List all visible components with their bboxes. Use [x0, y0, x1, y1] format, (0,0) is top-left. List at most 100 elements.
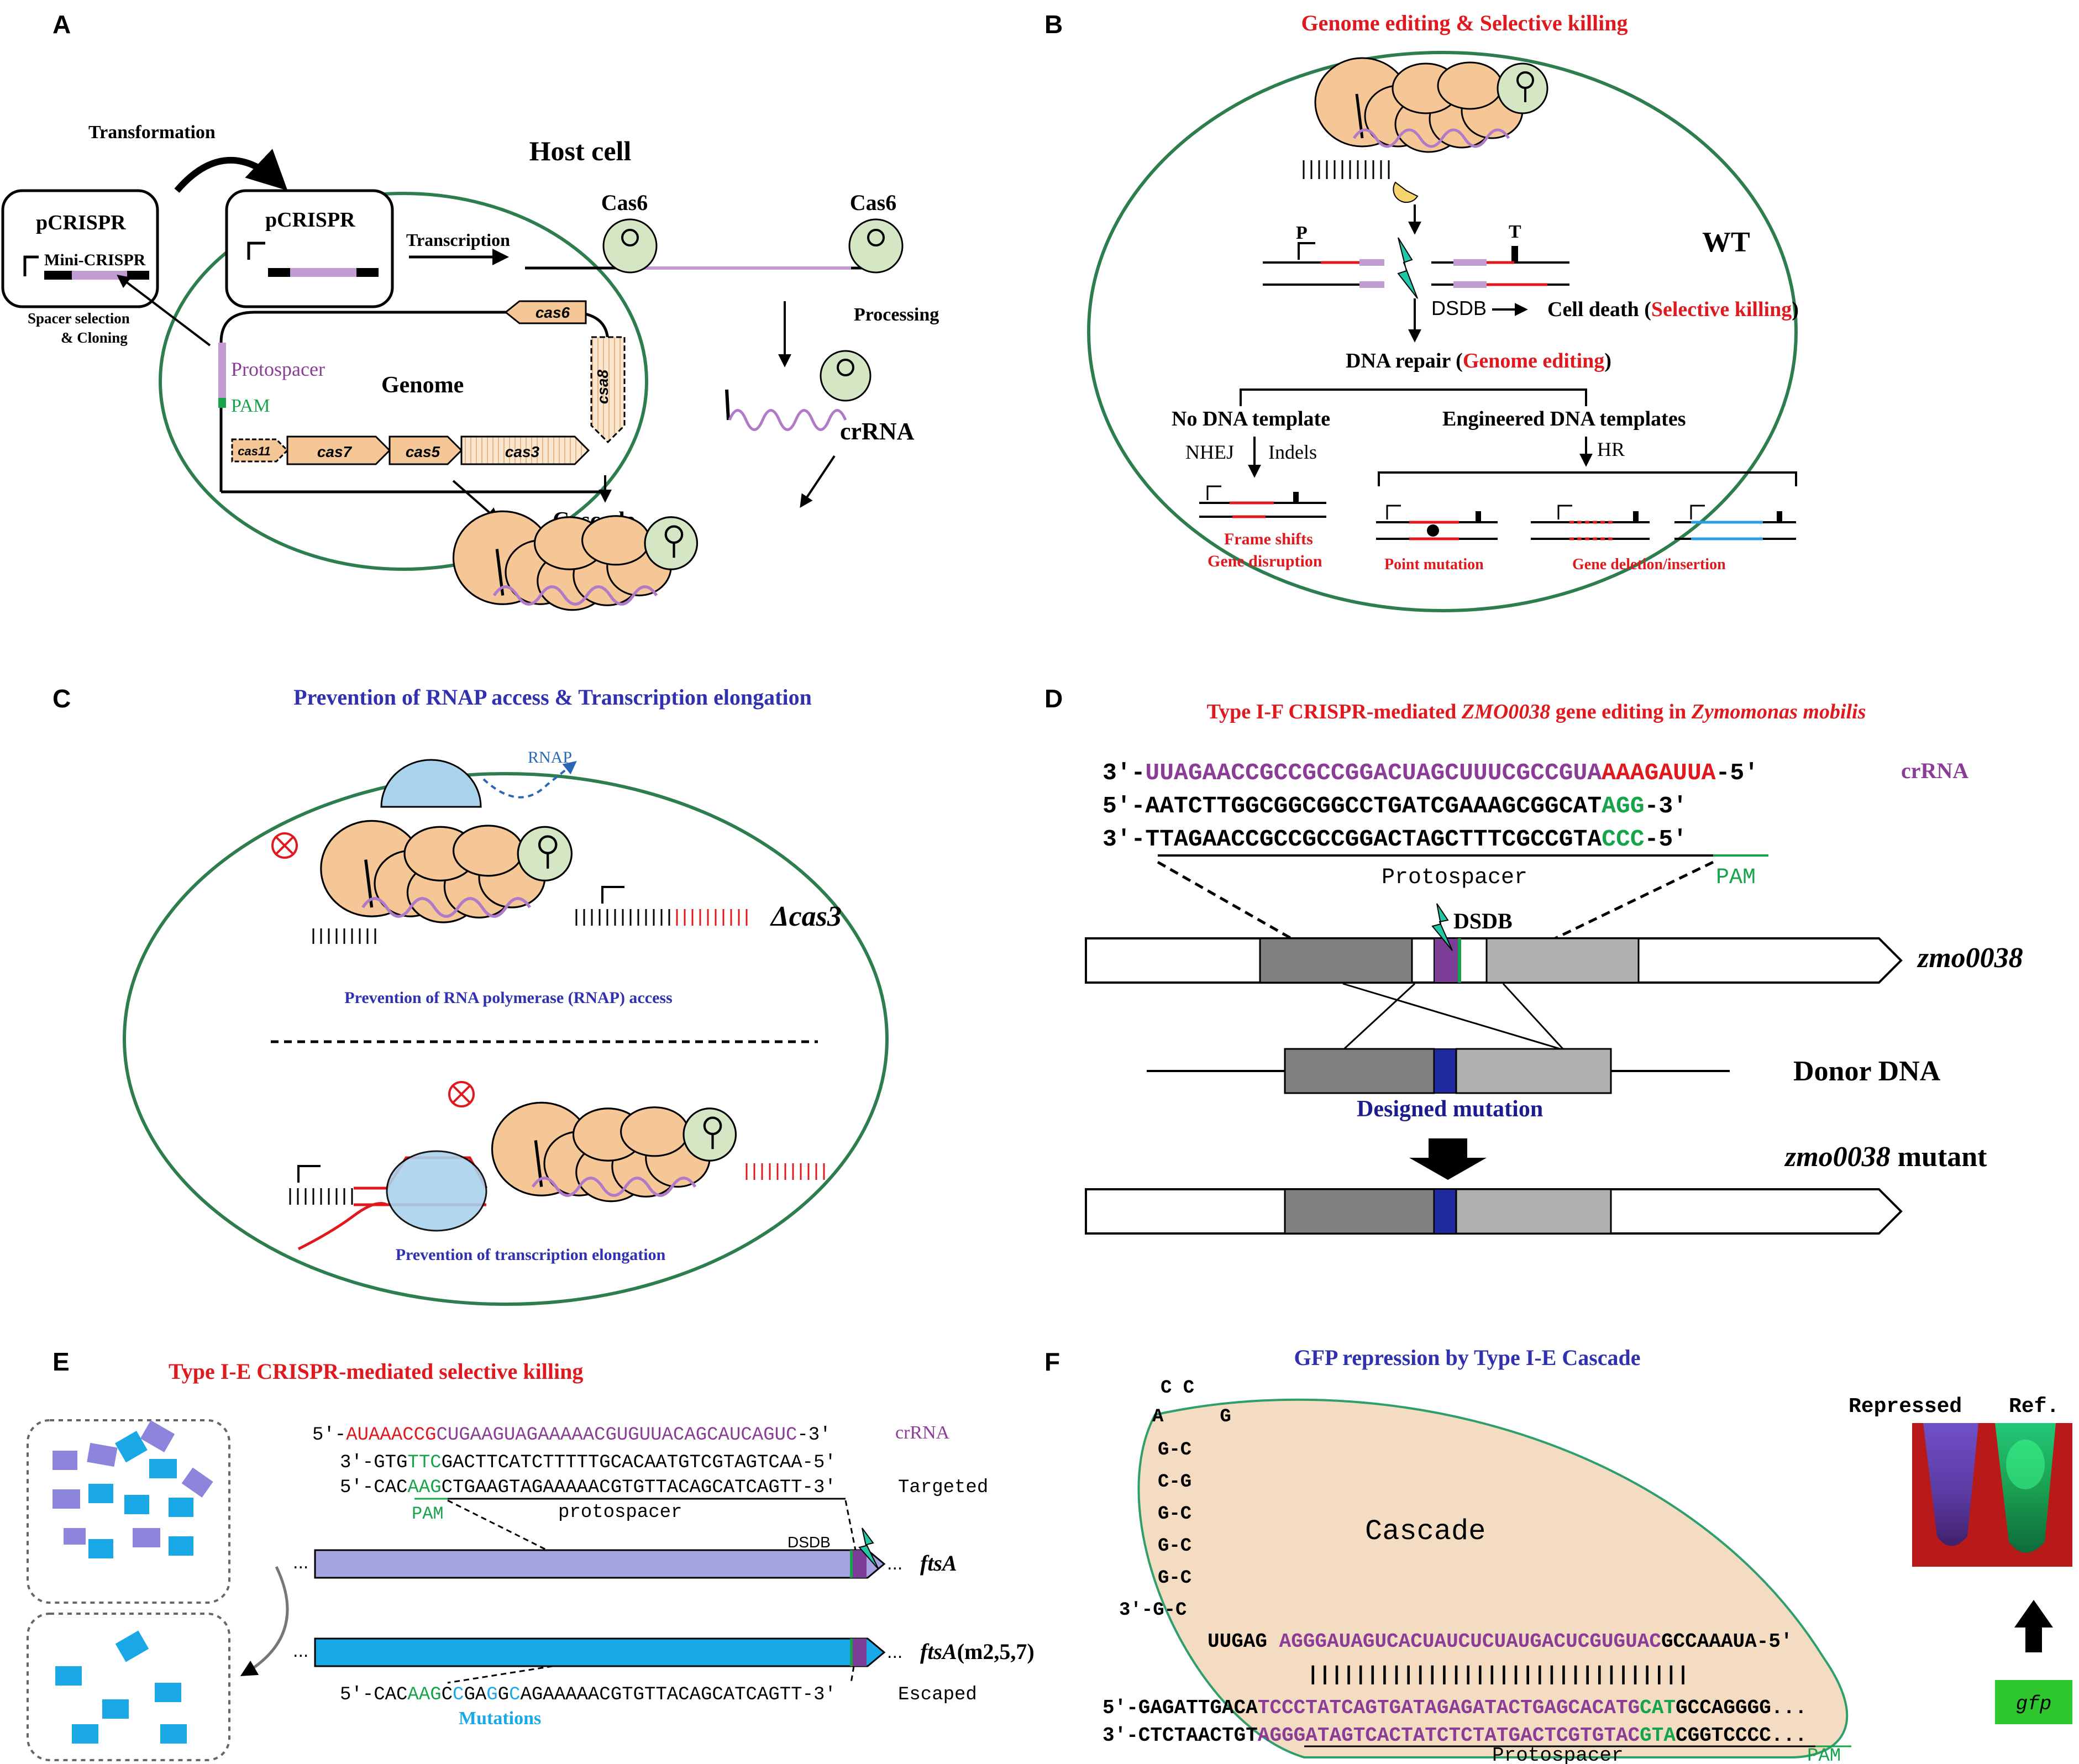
genome-editing-label: Genome editing: [1463, 349, 1604, 372]
stem-6: G-C: [1158, 1568, 1191, 1589]
d-title-gene: ZMO0038: [1461, 700, 1550, 723]
cells-before: [53, 1420, 213, 1558]
crrna-wave: [728, 409, 847, 431]
pcrispr-outer-label: pCRISPR: [36, 211, 126, 234]
dsdb-label-b: DSDB: [1431, 297, 1487, 319]
f-crrna-purple: AGGGAUAGUCACUAUCUCUAUGACUCGUGUAC: [1279, 1630, 1661, 1653]
crrna-handle: [725, 389, 730, 421]
forbidden-icon-1: [271, 832, 298, 859]
mutant-homology-right: [1455, 1188, 1612, 1235]
panel-c-cell: [123, 772, 889, 1306]
b-branch: [1240, 389, 1587, 406]
d-seq1-suffix: -5′: [1716, 759, 1758, 786]
panel-b-title: Genome editing & Selective killing: [1301, 11, 1628, 35]
ftsa-pam-block: [850, 1550, 853, 1578]
promoter-arrow-outer: [23, 255, 39, 276]
cas3-pacman-icon: [1393, 181, 1419, 203]
stem-1: A G: [1152, 1406, 1231, 1427]
culture-after: [27, 1613, 230, 1761]
homology-left: [1259, 937, 1413, 984]
transformation-label: Transformation: [88, 122, 216, 143]
gfp-label: gfp: [2016, 1693, 2052, 1715]
ftsa-label: ftsA: [920, 1551, 957, 1576]
f-bot-b: CGGTCCCC...: [1676, 1724, 1807, 1747]
stem-2: G-C: [1158, 1440, 1191, 1461]
d-title-1: Type I-F CRISPR-mediated: [1207, 700, 1462, 723]
cells-after: [55, 1630, 187, 1744]
cas6-left-label: Cas6: [601, 190, 648, 215]
pam-marker: [218, 398, 226, 408]
panel-c-letter: C: [53, 684, 71, 713]
e-seq2-b: GACTTCATCTTTTTGCACAATGTCGTAGTCAA-5′: [442, 1452, 836, 1473]
esc-b4: AGAAAAACGTGTTACAGCATCAGTT-3′: [520, 1684, 836, 1705]
cell-death-label: Cell death (: [1547, 298, 1651, 321]
transformation-arrow: [174, 149, 288, 193]
f-top-strand: 5′-GAGATTGACATCCCTATCAGTGATAGAGATACTGAGC…: [1102, 1697, 1807, 1719]
host-cell-boundary: [159, 192, 648, 571]
ftsa-mut-gene-bar: [314, 1637, 886, 1667]
nhej-label: NHEJ: [1185, 441, 1234, 463]
d-title-species: Zymomonas mobilis: [1691, 700, 1866, 723]
outcome-nhej: [1199, 485, 1326, 518]
f-top-purple: TCCCTATCAGTGATAGAGATACTGAGCACATG: [1258, 1697, 1640, 1719]
host-cell-label: Host cell: [529, 135, 632, 166]
proto-b-2: [1453, 259, 1487, 266]
e-mutations-label: Mutations: [459, 1708, 541, 1729]
point-mutation-label: Point mutation: [1384, 556, 1484, 573]
proto-b-3: [1359, 281, 1384, 288]
processing-label: Processing: [854, 305, 939, 325]
d-seq1-purple: UUAGAACCGCCGCCGGACUAGCUUUCGCCGUA: [1145, 759, 1602, 786]
spacer-cloning-arrow: [117, 275, 211, 347]
cas3-gene: [460, 435, 590, 465]
mutant-label: zmo0038 mutant: [1784, 1141, 1987, 1173]
e-crrna-red: AUAAACCG: [346, 1425, 436, 1446]
zoom-line-right: [1552, 860, 1714, 941]
d-title-2: gene editing in: [1550, 700, 1691, 723]
wt-label: WT: [1702, 227, 1750, 258]
panel-b: B Genome editing & Selective killing P T…: [1044, 10, 1799, 612]
d-seq2-suffix: -3′: [1645, 792, 1687, 820]
dsdb-bolt-b-icon: [1397, 237, 1418, 299]
cas11-gene-label: cas11: [238, 444, 271, 458]
panel-c-title: Prevention of RNAP access & Transcriptio…: [293, 685, 812, 710]
panel-d: D Type I-F CRISPR-mediated ZMO0038 gene …: [1044, 684, 2023, 1235]
crrna-label: crRNA: [840, 418, 915, 445]
mutant-word: mutant: [1891, 1141, 1987, 1173]
forbidden-icon-2: [448, 1081, 475, 1107]
engineered-label: Engineered DNA templates: [1442, 407, 1686, 431]
cascade-blob: [1137, 1398, 1849, 1758]
d-crrna-label: crRNA: [1901, 758, 1968, 783]
selection-arrow: [240, 1566, 289, 1677]
gfp-box: [1995, 1680, 2072, 1724]
prevention-elongation-label: Prevention of transcription elongation: [396, 1246, 666, 1264]
repressed-label: Repressed: [1849, 1395, 1962, 1419]
e-seq2-green: TTC: [407, 1452, 441, 1473]
f-crrna-b: GCCAAAUA-5′: [1661, 1630, 1793, 1653]
panel-c: C Prevention of RNAP access & Transcript…: [53, 684, 889, 1306]
homology-right: [1485, 937, 1640, 984]
d-seq3-green: CCC: [1602, 826, 1644, 853]
cas7-gene-label: cas7: [317, 443, 353, 460]
stem-5: G-C: [1158, 1536, 1191, 1557]
hr-branch: [1378, 471, 1797, 486]
gene-disruption-label: Gene disruption: [1208, 552, 1322, 570]
stem-4: G-C: [1158, 1504, 1191, 1525]
d-seq-top: 5′-AATCTTGGCGGCGGCCTGATCGAAAGCGGCATAGG-3…: [1102, 792, 1687, 820]
outcome-deletion: [1531, 505, 1650, 540]
dna-ladder-b: [1299, 160, 1393, 179]
panel-b-letter: B: [1044, 10, 1063, 39]
d-seq-bottom: 3′-TTAGAACCGCCGCCGGACTAGCTTTCGCCGTACCC-5…: [1102, 826, 1687, 853]
spacer-selection-label: Spacer selection: [28, 310, 130, 327]
rnap-c2: [386, 1150, 487, 1232]
e-dsdb-label: DSDB: [788, 1534, 831, 1551]
panel-d-title: Type I-F CRISPR-mediated ZMO0038 gene ed…: [1207, 700, 1866, 723]
cascade-f-label: Cascade: [1365, 1515, 1485, 1548]
esc-c2: G: [486, 1684, 497, 1705]
cell-death-text: Cell death (Selective killing): [1547, 298, 1799, 321]
cas6-right-label: Cas6: [850, 190, 896, 215]
e-escaped-label: Escaped: [898, 1684, 977, 1705]
inner-spacer: [290, 268, 356, 277]
cascade-complex-c1: [321, 821, 572, 922]
protospacer-marker: [218, 343, 226, 403]
cross-2: [1342, 983, 1416, 1051]
